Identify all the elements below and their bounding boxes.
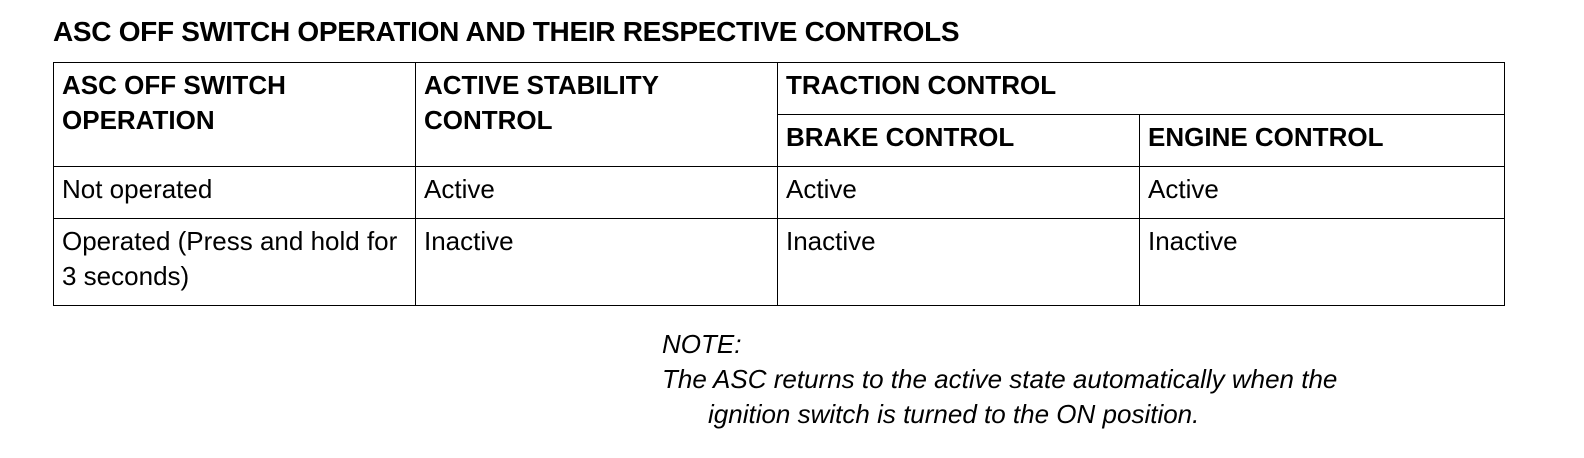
table-header-row: ASC OFF SWITCH OPERATION ACTIVE STABILIT… <box>53 62 1505 167</box>
header-brake-control: BRAKE CONTROL <box>777 114 1140 167</box>
header-traction-control: TRACTION CONTROL <box>777 62 1505 115</box>
cell-operation: Not operated <box>53 166 416 219</box>
cell-engine-control: Inactive <box>1139 218 1505 306</box>
cell-active-stability: Inactive <box>415 218 778 306</box>
cell-active-stability: Active <box>415 166 778 219</box>
header-active-stability-control: ACTIVE STABILITY CONTROL <box>415 62 778 167</box>
cell-operation: Operated (Press and hold for 3 seconds) <box>53 218 416 306</box>
table-row: Operated (Press and hold for 3 seconds) … <box>53 218 1505 306</box>
note-label: NOTE: <box>662 329 742 359</box>
header-engine-control: ENGINE CONTROL <box>1139 114 1505 167</box>
cell-engine-control: Active <box>1139 166 1505 219</box>
document-title: ASC OFF SWITCH OPERATION AND THEIR RESPE… <box>53 16 960 47</box>
table-subheader-row: BRAKE CONTROL ENGINE CONTROL <box>54 114 1505 167</box>
note-block: NOTE: The ASC returns to the active stat… <box>662 327 1337 432</box>
note-text-line2: ignition switch is turned to the ON posi… <box>708 399 1200 429</box>
header-switch-operation: ASC OFF SWITCH OPERATION <box>53 62 416 167</box>
table-row: Not operated Active Active Active <box>53 166 1505 219</box>
note-text-line1: The ASC returns to the active state auto… <box>662 364 1338 394</box>
cell-brake-control: Active <box>777 166 1140 219</box>
cell-brake-control: Inactive <box>777 218 1140 306</box>
asc-switch-table: ASC OFF SWITCH OPERATION ACTIVE STABILIT… <box>53 62 1505 306</box>
